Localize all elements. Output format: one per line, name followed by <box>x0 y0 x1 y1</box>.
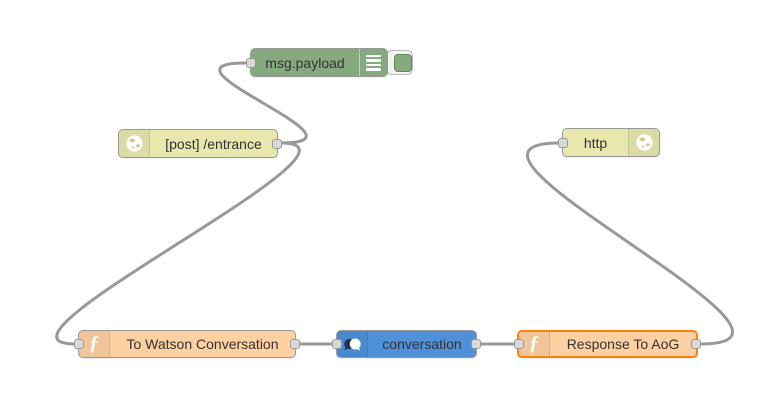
input-port[interactable] <box>514 339 524 349</box>
debug-toggle-state <box>394 54 412 72</box>
chat-bubbles-icon <box>337 331 368 357</box>
node-label: msg.payload <box>265 54 345 71</box>
output-port[interactable] <box>290 339 300 349</box>
node-label: conversation <box>382 336 462 352</box>
wire-entrance-to-debug[interactable] <box>218 61 308 145</box>
wire-aog-to-http[interactable] <box>526 141 734 346</box>
node-label: To Watson Conversation <box>126 336 279 352</box>
wire-entrance-to-watson[interactable] <box>55 141 301 346</box>
node-function-to-watson-conversation[interactable]: ƒ To Watson Conversation <box>74 330 300 358</box>
node-label: http <box>583 134 608 151</box>
node-label: [post] /entrance <box>165 135 262 152</box>
function-icon: ƒ <box>519 332 550 356</box>
node-watson-conversation[interactable]: conversation <box>332 330 481 358</box>
output-port[interactable] <box>471 339 481 349</box>
node-http-in-entrance[interactable]: [post] /entrance <box>118 129 282 158</box>
input-port[interactable] <box>246 57 256 68</box>
output-port[interactable] <box>691 339 701 349</box>
node-label: Response To AoG <box>566 336 680 352</box>
node-http-response[interactable]: http <box>558 128 660 157</box>
input-port[interactable] <box>74 339 84 349</box>
input-port[interactable] <box>558 137 568 148</box>
function-icon: ƒ <box>79 331 110 357</box>
globe-icon <box>628 129 659 156</box>
node-debug-msg-payload[interactable]: msg.payload <box>246 48 388 77</box>
output-port[interactable] <box>272 138 282 149</box>
debug-toggle-button[interactable] <box>386 50 413 75</box>
globe-icon <box>119 130 150 157</box>
node-function-response-to-aog[interactable]: ƒ Response To AoG <box>514 330 701 358</box>
debug-list-icon <box>359 49 387 76</box>
input-port[interactable] <box>332 339 342 349</box>
